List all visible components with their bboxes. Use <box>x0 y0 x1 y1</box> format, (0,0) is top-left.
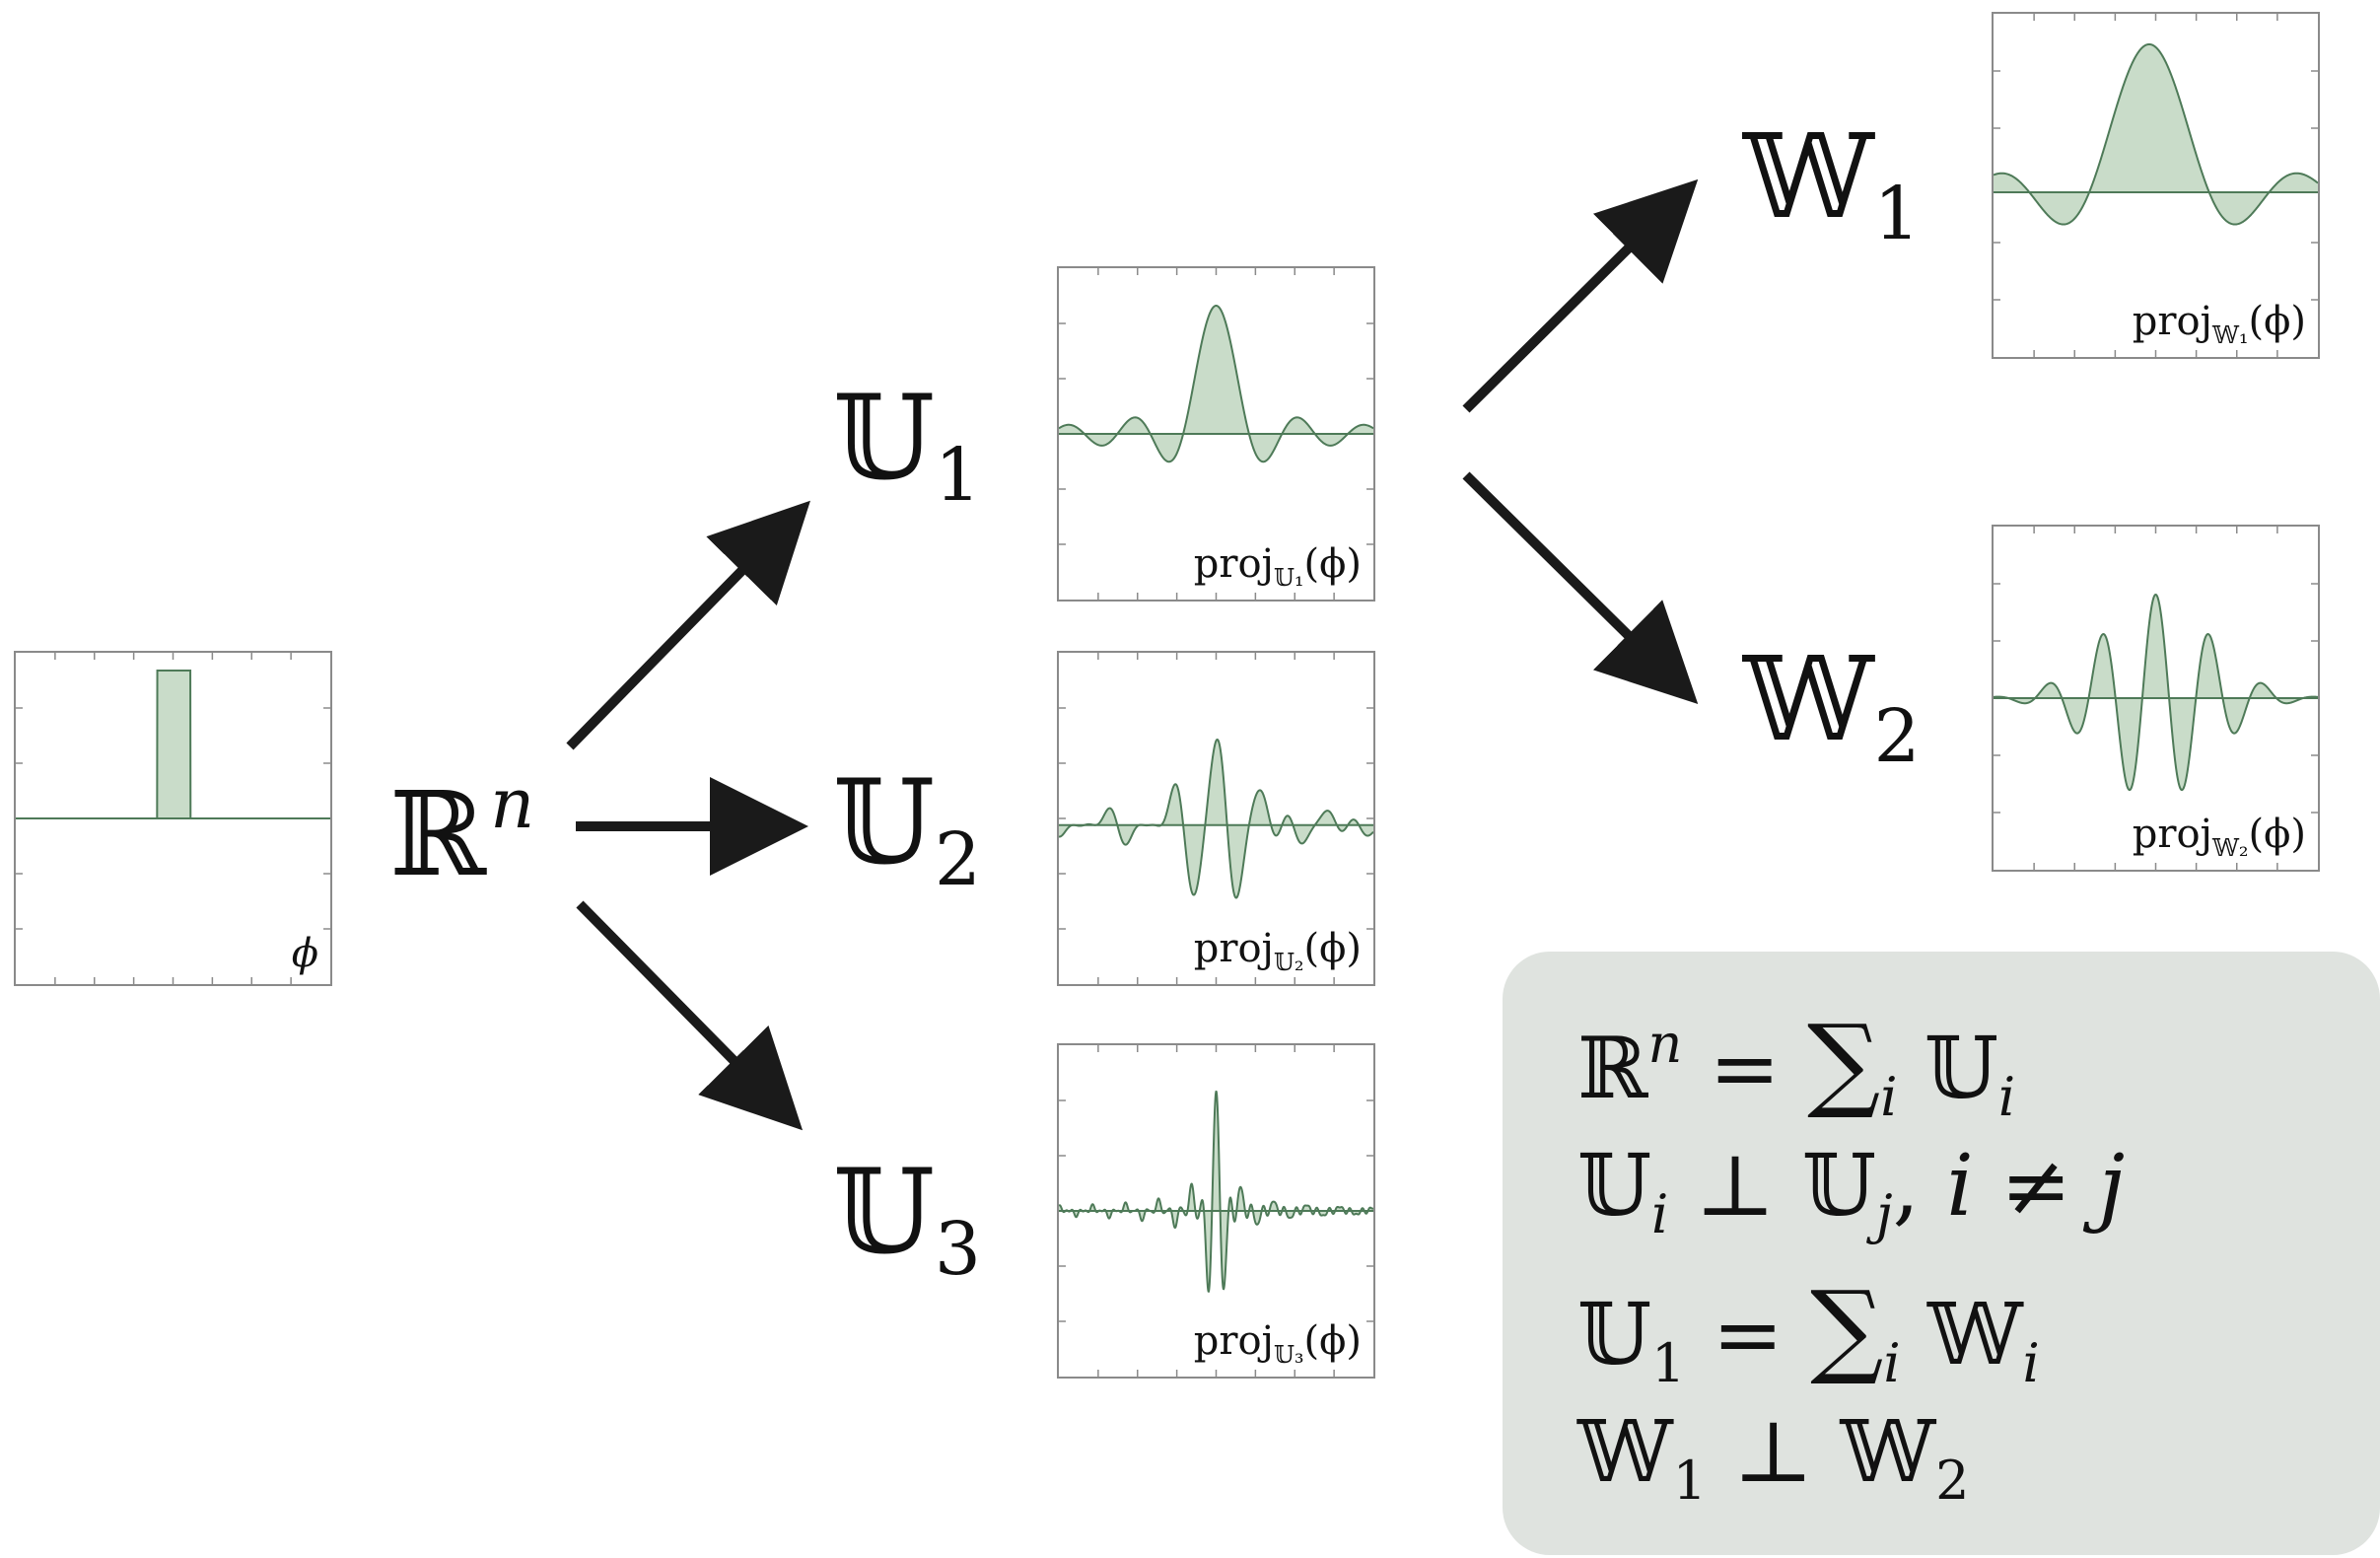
plot-proj-u2: proj𝕌₂(ϕ) <box>1057 651 1375 986</box>
plot-proj-u1: proj𝕌₁(ϕ) <box>1057 266 1375 602</box>
node-u1: 𝕌1 <box>833 370 981 518</box>
plot-proj-w2: proj𝕎₂(ϕ) <box>1992 525 2320 872</box>
plot-proj-u2-label: proj𝕌₂(ϕ) <box>1193 926 1362 976</box>
plot-phi-label: ϕ <box>291 931 318 976</box>
plot-proj-u1-svg <box>1059 268 1373 600</box>
node-w1: 𝕎1 <box>1743 108 1921 256</box>
waveform-line <box>1994 593 2318 792</box>
equation-orthogonal-u: 𝕌i ⊥ 𝕌j, i ≠ j <box>1577 1137 2126 1245</box>
plot-proj-w2-svg <box>1994 527 2318 870</box>
node-u2: 𝕌2 <box>833 754 981 902</box>
plot-proj-u1-label: proj𝕌₁(ϕ) <box>1193 541 1362 592</box>
waveform-area <box>16 671 330 818</box>
plot-proj-w1-label: proj𝕎₁(ϕ) <box>2132 299 2306 349</box>
waveform-line <box>1059 304 1373 463</box>
waveform-area <box>1059 739 1373 898</box>
waveform-line <box>1059 1090 1373 1293</box>
plot-proj-w1-svg <box>1994 14 2318 357</box>
equations-panel: ℝn = ∑i 𝕌i 𝕌i ⊥ 𝕌j, i ≠ j 𝕌1 = ∑i 𝕎i 𝕎1 … <box>1503 952 2380 1555</box>
waveform-line <box>1994 42 2318 226</box>
plot-proj-w1: proj𝕎₁(ϕ) <box>1992 12 2320 359</box>
node-w2: 𝕎2 <box>1743 631 1921 779</box>
waveform-line <box>1059 738 1373 899</box>
plot-proj-w2-label: proj𝕎₂(ϕ) <box>2132 812 2306 862</box>
waveform-area <box>1059 1092 1373 1292</box>
arrow-rn-to-u3 <box>576 900 804 1131</box>
waveform-area <box>1994 595 2318 791</box>
equation-orthogonal-w: 𝕎1 ⊥ 𝕎2 <box>1577 1403 1970 1512</box>
waveform-area <box>1994 43 2318 225</box>
node-rn: ℝn <box>389 763 535 902</box>
plot-proj-u3: proj𝕌₃(ϕ) <box>1057 1043 1375 1379</box>
plot-proj-u3-svg <box>1059 1045 1373 1377</box>
node-u3: 𝕌3 <box>833 1144 981 1292</box>
waveform-line <box>16 670 330 819</box>
plot-phi: ϕ <box>14 651 332 986</box>
plot-proj-u3-label: proj𝕌₃(ϕ) <box>1193 1318 1362 1369</box>
arrow-rn-to-u1 <box>566 500 810 750</box>
equation-sum-w: 𝕌1 = ∑i 𝕎i <box>1577 1268 2040 1394</box>
arrow-u1-to-w1 <box>1462 178 1699 413</box>
arrow-u1-to-w2 <box>1462 471 1699 705</box>
plot-phi-svg <box>16 653 330 984</box>
plot-proj-u2-svg <box>1059 653 1373 984</box>
equation-sum-u: ℝn = ∑i 𝕌i <box>1577 1002 2016 1128</box>
waveform-area <box>1059 306 1373 462</box>
